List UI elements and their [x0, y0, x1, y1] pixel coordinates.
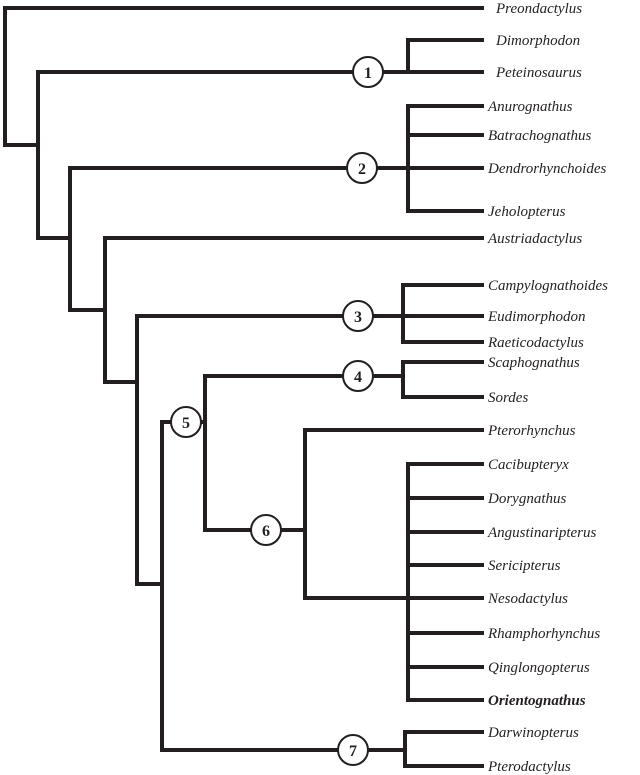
taxon-label: Pterorhynchus [487, 423, 576, 439]
clade-rhamphorhynchid-tips [406, 462, 484, 702]
taxon-label: Raeticodactylus [487, 335, 584, 351]
taxon-label: Peteinosaurus [495, 65, 582, 81]
node-5-label: 5 [182, 415, 190, 432]
taxon-label: Anurognathus [487, 99, 573, 115]
taxon-label: Preondactylus [495, 1, 582, 17]
node-1-circle [352, 56, 384, 88]
taxon-label: Eudimorphodon [487, 309, 586, 325]
taxon-label: Jeholopterus [488, 204, 566, 220]
taxon-label: Pterodactylus [487, 759, 571, 775]
taxon-label: Batrachognathus [488, 128, 591, 144]
branch-backbone-d [135, 314, 164, 586]
taxon-label: Rhamphorhynchus [487, 626, 600, 642]
taxon-label: Angustinaripterus [487, 525, 597, 541]
taxon-label: Scaphognathus [488, 355, 580, 371]
node-6-label: 6 [262, 523, 270, 540]
branch-clade-6-split [303, 428, 410, 600]
taxon-label: Austriadactylus [487, 231, 582, 247]
node-1-label: 1 [364, 65, 372, 82]
node-7-circle [337, 734, 369, 766]
node-3-label: 3 [354, 309, 362, 326]
taxon-label: Campylognathoides [488, 278, 608, 294]
node-2-label: 2 [358, 161, 366, 178]
taxon-label: Dimorphodon [495, 33, 580, 49]
taxon-label-highlighted: Orientognathus [488, 693, 586, 709]
node-3-circle [342, 300, 374, 332]
taxon-label: Sericipterus [488, 558, 561, 574]
taxon-label: Nesodactylus [487, 591, 568, 607]
node-2-circle [346, 152, 378, 184]
clade-1-tips [406, 38, 484, 74]
branch-backbone-a [36, 70, 72, 240]
clade-3-tips [401, 283, 484, 344]
node-4-label: 4 [354, 369, 362, 386]
taxon-label: Cacibupteryx [488, 457, 569, 473]
clade-4-tips [401, 360, 484, 399]
node-4-circle [342, 360, 374, 392]
taxon-label: Darwinopterus [487, 725, 579, 741]
branch-root [3, 6, 484, 147]
branch-backbone-c [103, 236, 139, 384]
clade-2-tips [406, 104, 484, 213]
node-5-circle [170, 406, 202, 438]
branch-backbone-b [68, 166, 107, 312]
taxon-label: Sordes [488, 390, 528, 406]
taxon-label: Dendrorhynchoides [487, 161, 606, 177]
taxon-label: Dorygnathus [487, 491, 566, 507]
node-7-label: 7 [349, 743, 357, 760]
node-6-circle [250, 514, 282, 546]
taxon-label: Qinglongopterus [488, 660, 590, 676]
branch-node-5-split [160, 420, 207, 752]
clade-7-tips [403, 730, 484, 768]
